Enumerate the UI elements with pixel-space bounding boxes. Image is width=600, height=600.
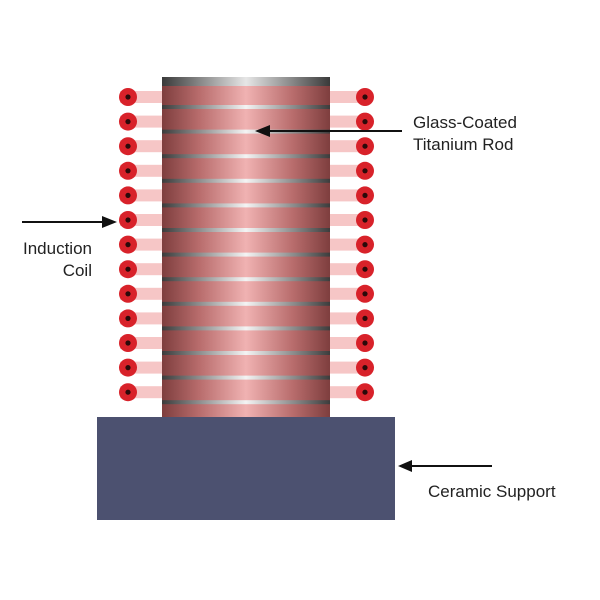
coil-turn-left [119, 383, 137, 402]
glass-stripe [162, 105, 330, 109]
coil-turn-right [356, 309, 374, 328]
coil-turn-left [119, 334, 137, 352]
support-label: Ceramic Support [428, 482, 556, 501]
glass-stripe [162, 400, 330, 405]
glass-stripe [162, 326, 330, 331]
coil-turn-right [356, 161, 374, 180]
coil-turn-left [119, 88, 137, 106]
glass-stripe [162, 228, 330, 232]
coil-turn-left [119, 211, 137, 229]
coil-turn-left [119, 235, 137, 254]
coil-turn-left [119, 358, 137, 377]
coil-turn-left [119, 137, 137, 156]
coil-label-line1: Induction [23, 239, 92, 258]
coil-arrow [22, 216, 117, 228]
glass-stripe [162, 277, 330, 282]
coil-turn-right [356, 186, 374, 205]
support-arrow [398, 460, 492, 472]
glass-stripe [162, 375, 330, 380]
coil-label: Induction Coil [0, 238, 92, 282]
coil-turn-left [119, 260, 137, 279]
coil-turn-left [119, 161, 137, 180]
glass-stripe [162, 351, 330, 355]
glass-stripe [162, 301, 330, 306]
coil-turn-right [356, 383, 374, 402]
coil-turn-left [119, 309, 137, 328]
rod-label: Glass-Coated Titanium Rod [413, 112, 517, 156]
coil-turn-left [119, 284, 137, 303]
coil-turn-left [119, 112, 137, 131]
coil-turn-right [356, 211, 374, 229]
glass-stripe [162, 203, 330, 208]
rod-glass-stripes [162, 105, 330, 405]
coil-turn-right [356, 235, 374, 254]
coil-turn-right [356, 334, 374, 352]
titanium-rod [162, 77, 330, 417]
coil-turn-right [356, 284, 374, 303]
coil-label-line2: Coil [62, 261, 92, 280]
coil-turn-right [356, 137, 374, 156]
rod-arrow [255, 125, 402, 137]
rod-label-line1: Glass-Coated [413, 113, 517, 132]
glass-stripe [162, 178, 330, 183]
coil-turn-right [356, 112, 374, 131]
coil-turns [119, 88, 374, 402]
rod-top-cap [162, 77, 330, 86]
coil-turn-left [119, 186, 137, 205]
glass-stripe [162, 154, 330, 159]
ceramic-support [97, 417, 395, 520]
glass-stripe [162, 252, 330, 257]
coil-turn-right [356, 358, 374, 377]
coil-turn-right [356, 88, 374, 106]
rod-label-line2: Titanium Rod [413, 135, 514, 154]
glass-stripe [162, 129, 330, 134]
coil-turn-right [356, 260, 374, 279]
